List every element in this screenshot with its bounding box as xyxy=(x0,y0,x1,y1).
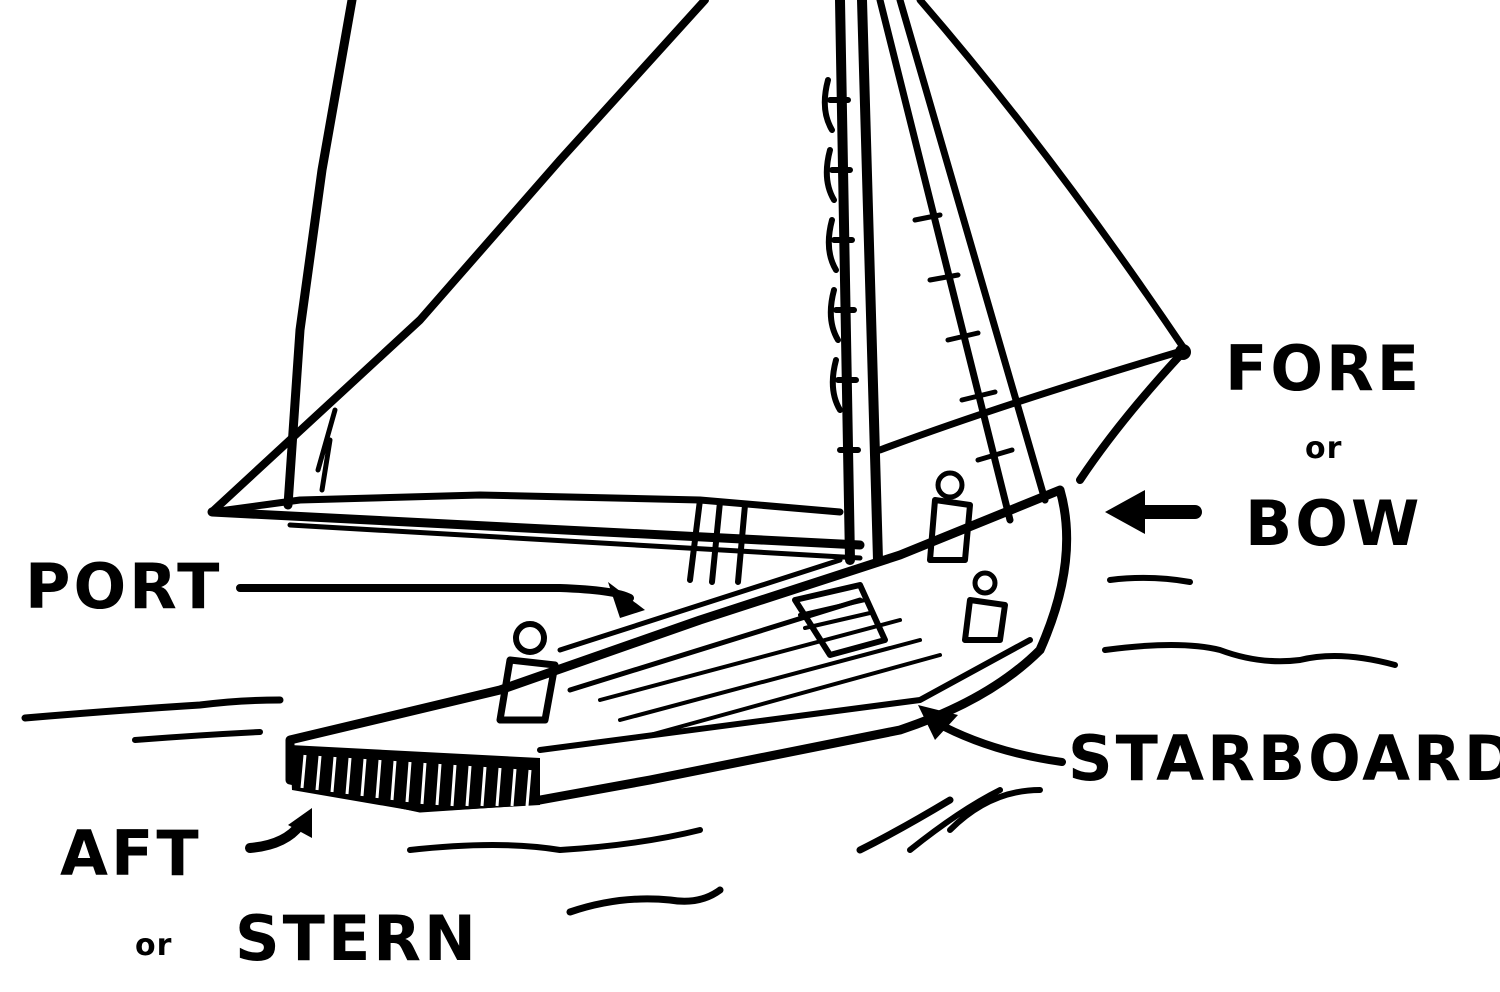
sailor-bow xyxy=(962,570,1008,643)
label-stern: STERN xyxy=(235,902,479,975)
label-aft: AFT xyxy=(60,817,202,890)
jib-sail xyxy=(876,0,1191,484)
label-aft-or: or xyxy=(135,928,172,963)
hull xyxy=(285,485,1072,813)
label-starboard: STARBOARD xyxy=(1068,722,1500,795)
label-fore-or: or xyxy=(1305,431,1342,466)
boom xyxy=(207,497,865,585)
bowsprit-tip xyxy=(1175,344,1191,360)
label-port: PORT xyxy=(25,550,222,623)
stern-transom xyxy=(290,745,540,812)
label-fore: FORE xyxy=(1225,332,1422,405)
shrouds xyxy=(876,0,1049,524)
arrow-bow xyxy=(1105,490,1202,534)
sailor-aft xyxy=(496,621,559,724)
arrow-starboard xyxy=(918,705,1066,766)
mainsail xyxy=(208,0,844,516)
arrow-port xyxy=(236,582,645,618)
deck-cargo xyxy=(792,582,888,658)
arrow-aft xyxy=(245,808,312,853)
water-waves xyxy=(21,574,1398,916)
mast xyxy=(821,0,883,565)
sailor-fore xyxy=(927,470,973,563)
label-bow: BOW xyxy=(1245,487,1422,560)
